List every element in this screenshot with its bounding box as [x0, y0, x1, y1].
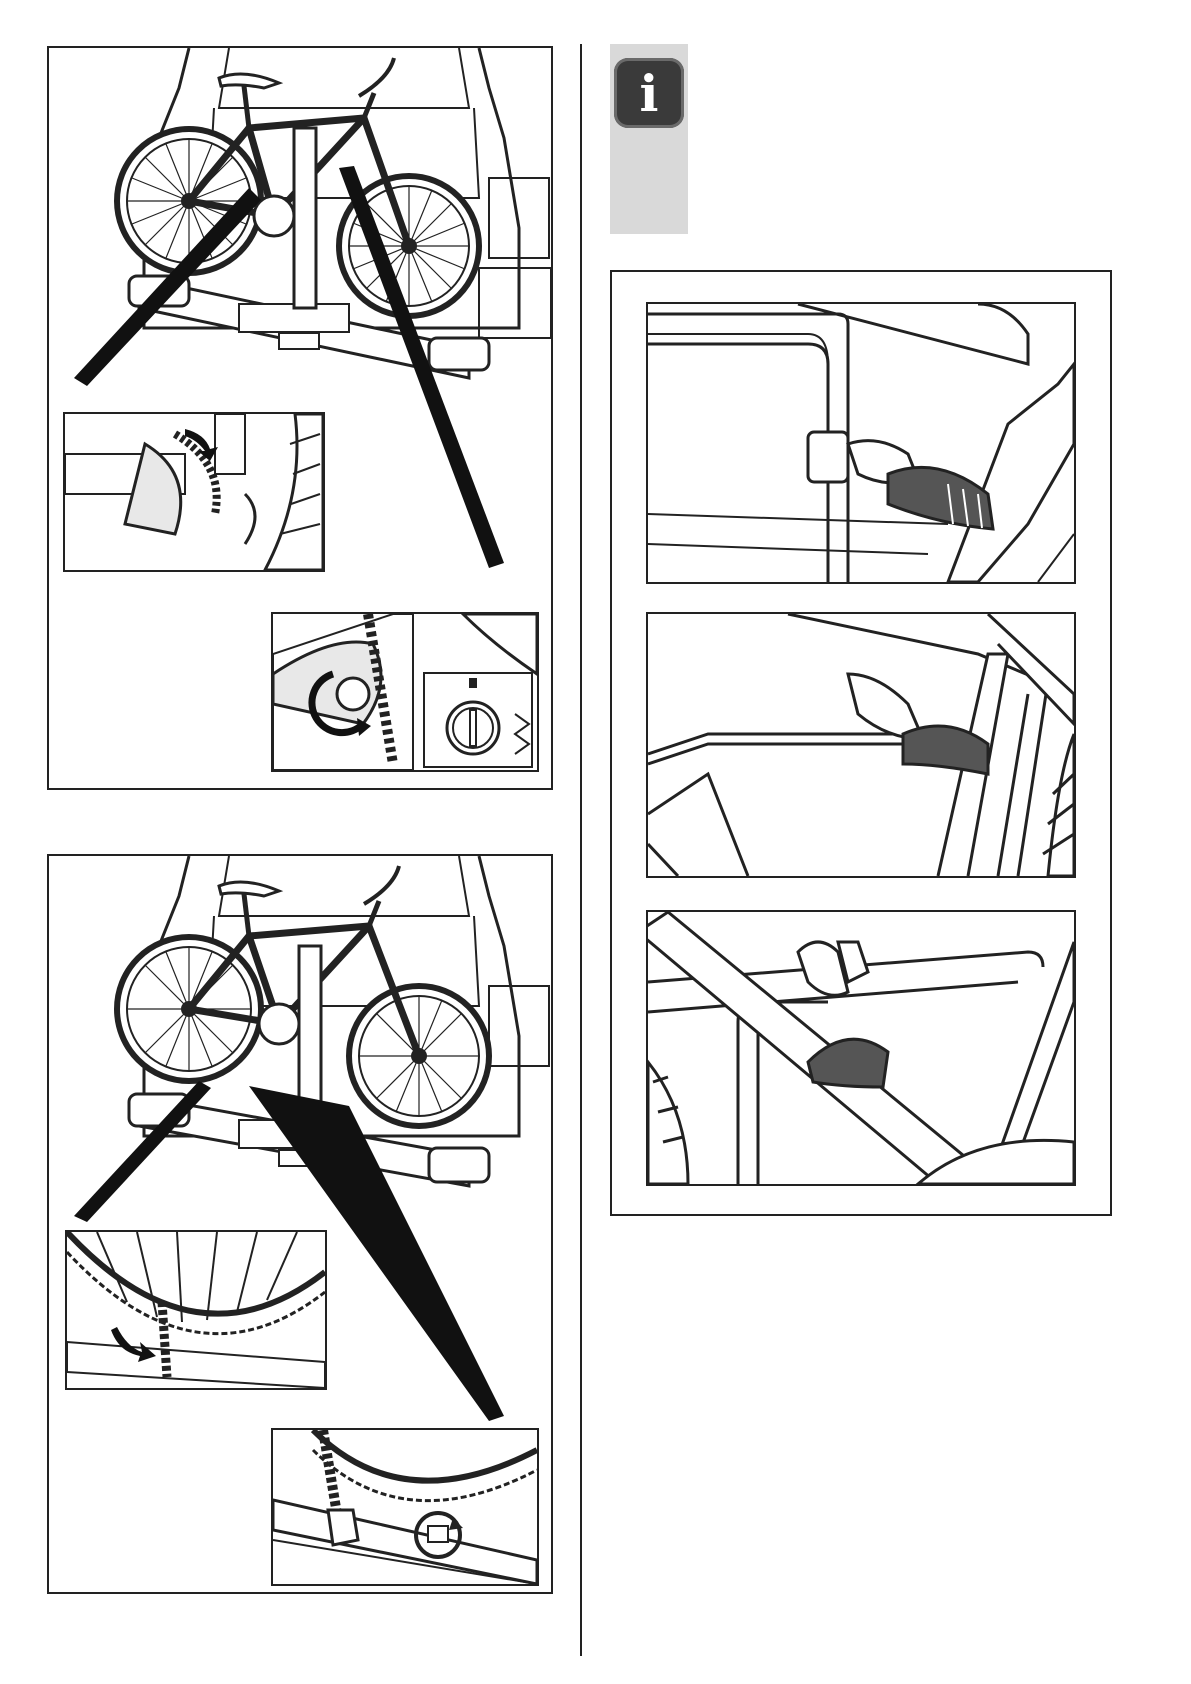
- front-wheel-strap-illustration: [273, 1430, 537, 1584]
- info-glyph: i: [640, 64, 659, 123]
- clamp-seat-tube-illustration: [648, 912, 1074, 1184]
- column-divider: [580, 44, 582, 1656]
- clamp-down-tube-illustration: [648, 614, 1074, 876]
- rear-wheel-strap-illustration: [67, 1232, 325, 1388]
- clamp-position-1: [646, 302, 1076, 584]
- clamp-position-2: [646, 612, 1076, 878]
- clamp-top-tube-illustration: [648, 304, 1074, 582]
- lock-key-detail: [423, 672, 533, 768]
- figure-frame-clamp-positions: [610, 270, 1112, 1216]
- inset-rear-wheel-strap: [65, 1230, 327, 1390]
- clamp-position-3: [646, 910, 1076, 1186]
- figure-bike-carrier-bottom: [47, 854, 553, 1594]
- inset-arm-clamp-detail: [63, 412, 325, 572]
- figure-bike-carrier-top: [47, 46, 553, 790]
- key-lock-icon: [425, 674, 531, 766]
- inset-lock-detail: [271, 612, 539, 772]
- info-icon: i: [614, 58, 684, 128]
- arm-clamp-detail-illustration: [65, 414, 323, 570]
- inset-front-wheel-strap: [271, 1428, 539, 1586]
